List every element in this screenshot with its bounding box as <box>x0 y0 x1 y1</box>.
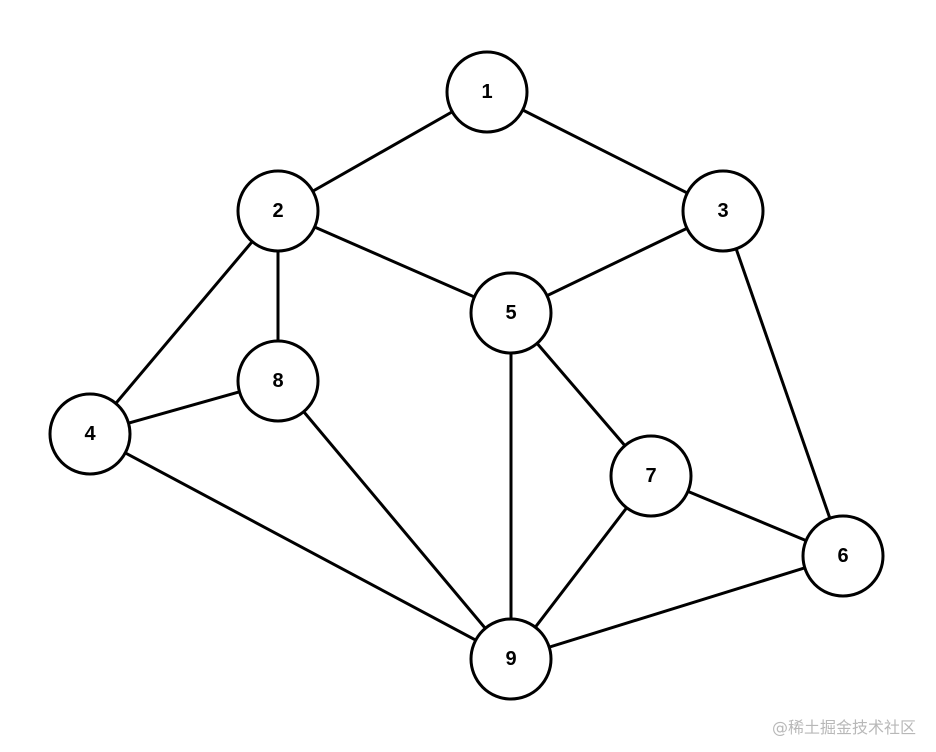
node-label: 2 <box>272 200 283 222</box>
node-1: 1 <box>445 50 529 134</box>
node-label: 7 <box>645 465 656 487</box>
node-label: 9 <box>505 648 516 670</box>
node-circle <box>48 392 132 476</box>
watermark-text: @稀土掘金技术社区 <box>771 718 916 737</box>
node-label: 6 <box>837 545 848 567</box>
node-6: 6 <box>801 514 885 598</box>
node-circle <box>469 271 553 355</box>
edge-3-6 <box>721 210 845 557</box>
node-3: 3 <box>681 169 765 253</box>
node-label: 4 <box>84 423 96 445</box>
node-7: 7 <box>609 434 693 518</box>
node-8: 8 <box>236 339 320 423</box>
edge-2-4 <box>88 210 280 435</box>
node-9: 9 <box>469 617 553 701</box>
edge-8-9 <box>276 380 513 660</box>
node-circle <box>609 434 693 518</box>
node-circle <box>445 50 529 134</box>
node-circle <box>469 617 553 701</box>
node-circle <box>801 514 885 598</box>
node-label: 5 <box>505 302 516 324</box>
node-label: 3 <box>717 200 728 222</box>
node-layer: 1 2 3 4 5 6 7 8 9 <box>48 50 885 701</box>
node-4: 4 <box>48 392 132 476</box>
edge-9-6 <box>510 554 844 661</box>
edge-4-9 <box>89 432 512 661</box>
node-label: 1 <box>481 81 492 103</box>
edge-2-5 <box>277 209 512 315</box>
node-circle <box>236 339 320 423</box>
node-2: 2 <box>236 169 320 253</box>
node-circle <box>236 169 320 253</box>
edge-1-3 <box>486 90 724 213</box>
node-5: 5 <box>469 271 553 355</box>
node-circle <box>681 169 765 253</box>
node-label: 8 <box>272 370 283 392</box>
